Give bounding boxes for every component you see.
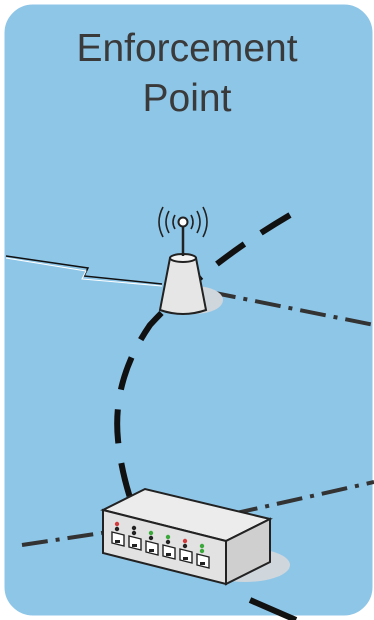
switch-port: [129, 536, 141, 550]
led-red: [115, 522, 119, 526]
led: [166, 540, 170, 544]
led: [132, 531, 136, 535]
led-green: [200, 544, 204, 548]
switch-port: [163, 545, 175, 559]
panel-title-line-1: Enforcement: [0, 24, 374, 74]
antenna-tip: [179, 218, 188, 227]
led-green: [166, 535, 170, 539]
panel-title-line-2: Point: [0, 74, 374, 124]
switch-port: [180, 549, 192, 563]
led: [115, 527, 119, 531]
switch-port: [112, 532, 124, 546]
led-green: [149, 531, 153, 535]
switch-port: [146, 541, 158, 555]
led: [132, 526, 136, 530]
switch-port: [197, 554, 209, 568]
led-red: [183, 539, 187, 543]
panel-title: Enforcement Point: [0, 24, 374, 124]
led: [183, 544, 187, 548]
led-green: [200, 549, 204, 553]
led: [149, 536, 153, 540]
